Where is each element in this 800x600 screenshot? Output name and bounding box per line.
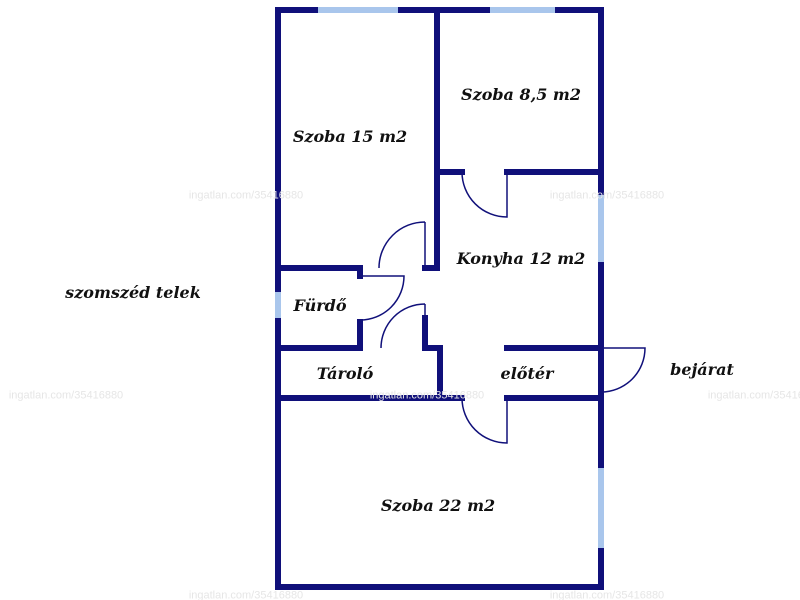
- room-label-szoba-15: Szoba 15 m2: [292, 127, 408, 146]
- door-tarolo: [380, 303, 426, 349]
- door-entrance: [600, 347, 646, 393]
- room-label-szoba-8-5: Szoba 8,5 m2: [461, 85, 581, 104]
- watermark-text: ingatlan.com/35416880: [707, 389, 800, 402]
- watermark-text: ingatlan.com/35416880: [188, 189, 304, 202]
- room-label-konyha: Konyha 12 m2: [456, 249, 586, 268]
- windows: [275, 7, 604, 548]
- room-label-szoba-22: Szoba 22 m2: [380, 496, 496, 515]
- room-label-eloter: előtér: [500, 364, 554, 383]
- label-entrance: bejárat: [670, 360, 734, 379]
- room-label-tarolo: Tároló: [316, 364, 374, 383]
- watermark-text: ingatlan.com/35416880: [188, 589, 304, 600]
- door-furdo: [359, 275, 405, 321]
- walls: [275, 7, 604, 590]
- door-szoba15: [378, 221, 426, 269]
- door-szoba22: [461, 397, 508, 444]
- watermark-text: ingatlan.com/35416880: [369, 389, 485, 402]
- room-label-furdo: Fürdő: [293, 296, 347, 315]
- watermark-text: ingatlan.com/35416880: [549, 189, 665, 202]
- watermark-text: ingatlan.com/35416880: [8, 389, 124, 402]
- watermark-text: ingatlan.com/35416880: [549, 589, 665, 600]
- doors: [359, 171, 646, 444]
- door-szoba8: [461, 171, 508, 218]
- label-neighbor-plot: szomszéd telek: [65, 283, 201, 302]
